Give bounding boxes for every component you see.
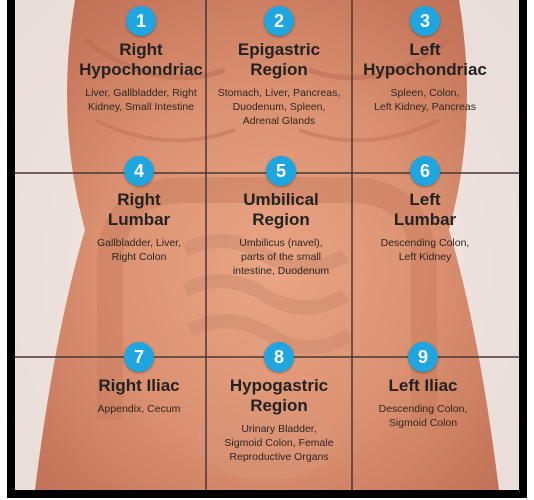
- region-title: Left Iliac: [339, 376, 507, 396]
- region-organs: Umbilicus (navel), parts of the small in…: [197, 236, 365, 278]
- region-organs: Spleen, Colon, Left Kidney, Pancreas: [341, 86, 509, 114]
- region-organs: Stomach, Liver, Pancreas, Duodenum, Sple…: [195, 86, 363, 128]
- image-frame: 1 Right Hypochondriac Liver, Gallbladder…: [7, 0, 527, 498]
- region-organs: Urinary Bladder, Sigmoid Colon, Female R…: [195, 422, 363, 464]
- region-hypogastric: 8 Hypogastric Region Urinary Bladder, Si…: [195, 342, 363, 464]
- region-number-badge: 9: [408, 342, 438, 372]
- region-number-badge: 8: [264, 342, 294, 372]
- region-title: Left Hypochondriac: [341, 40, 509, 80]
- region-number-badge: 7: [124, 342, 154, 372]
- region-left-iliac: 9 Left Iliac Descending Colon, Sigmoid C…: [339, 342, 507, 430]
- region-title: Umbilical Region: [197, 190, 365, 230]
- region-left-lumbar: 6 Left Lumbar Descending Colon, Left Kid…: [341, 156, 509, 264]
- region-title: Hypogastric Region: [195, 376, 363, 416]
- region-umbilical: 5 Umbilical Region Umbilicus (navel), pa…: [197, 156, 365, 278]
- region-number-badge: 3: [410, 6, 440, 36]
- region-number-badge: 5: [266, 156, 296, 186]
- region-epigastric: 2 Epigastric Region Stomach, Liver, Panc…: [195, 6, 363, 128]
- abdomen-diagram: 1 Right Hypochondriac Liver, Gallbladder…: [15, 0, 519, 490]
- region-number-badge: 1: [126, 6, 156, 36]
- region-left-hypochondriac: 3 Left Hypochondriac Spleen, Colon, Left…: [341, 6, 509, 114]
- region-number-badge: 2: [264, 6, 294, 36]
- region-title: Epigastric Region: [195, 40, 363, 80]
- region-number-badge: 4: [124, 156, 154, 186]
- region-organs: Descending Colon, Sigmoid Colon: [339, 402, 507, 430]
- region-number-badge: 6: [410, 156, 440, 186]
- region-title: Left Lumbar: [341, 190, 509, 230]
- region-organs: Descending Colon, Left Kidney: [341, 236, 509, 264]
